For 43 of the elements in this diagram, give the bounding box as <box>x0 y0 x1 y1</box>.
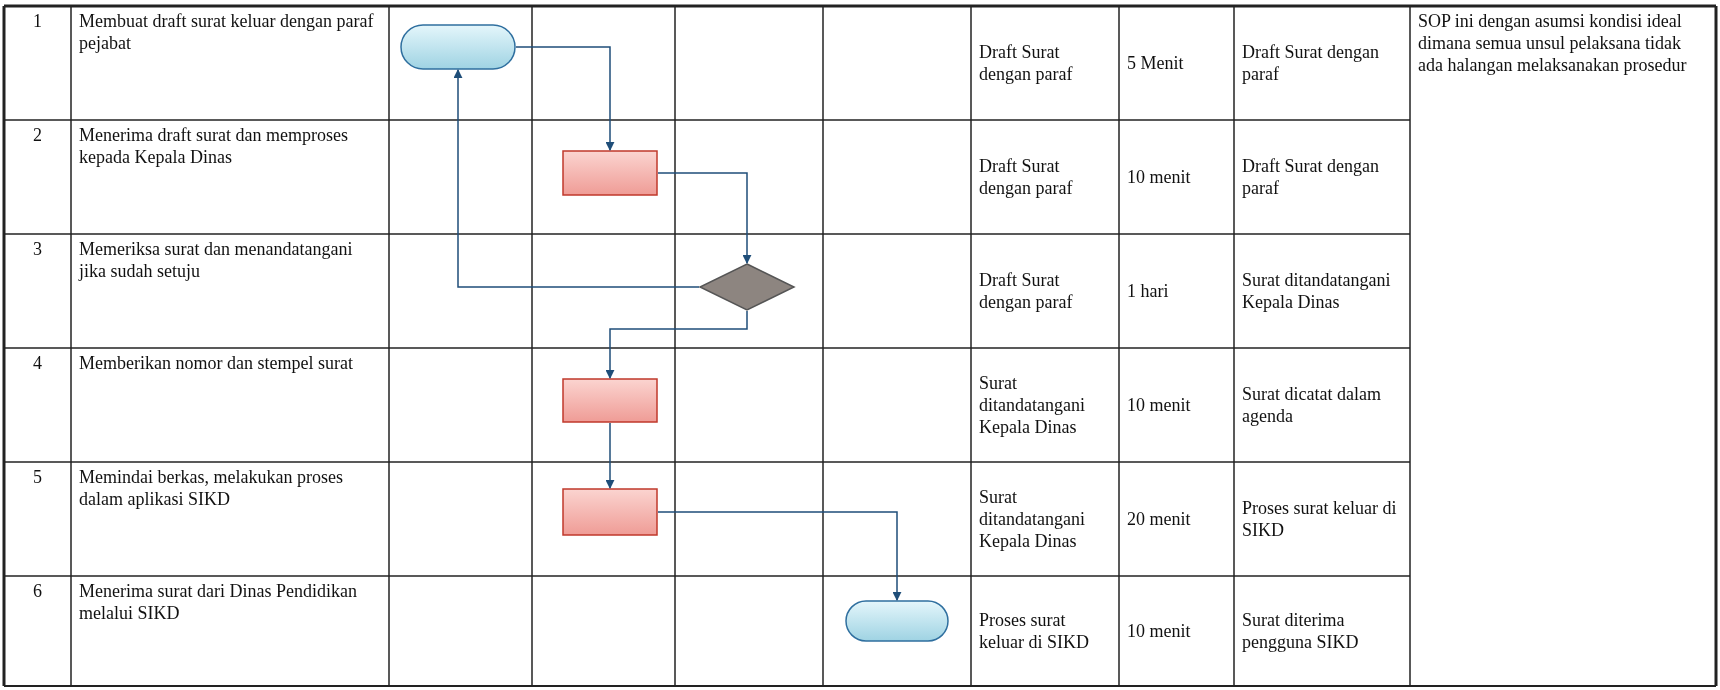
duration-text: 10 menit <box>1127 620 1191 642</box>
output-text: Draft Surat dengan paraf <box>1242 41 1380 85</box>
arrow <box>605 310 748 379</box>
requirement-text: Draft Surat dengan paraf <box>979 269 1074 313</box>
step-number: 6 <box>33 580 42 602</box>
requirement-text: Proses surat keluar di SIKD <box>979 609 1090 653</box>
step-number: 2 <box>33 124 42 146</box>
step-number: 4 <box>33 352 42 374</box>
requirement-text: Surat ditandatangani Kepala Dinas <box>979 486 1086 552</box>
requirement-text: Draft Surat dengan paraf <box>979 41 1074 85</box>
requirement-text: Surat ditandatangani Kepala Dinas <box>979 372 1086 438</box>
arrow <box>515 46 615 151</box>
output-text: Proses surat keluar di SIKD <box>1242 497 1398 541</box>
output-text: Draft Surat dengan paraf <box>1242 155 1380 199</box>
step-number: 1 <box>33 10 42 32</box>
terminator-shape <box>400 24 516 70</box>
duration-text: 20 menit <box>1127 508 1191 530</box>
step-number: 3 <box>33 238 42 260</box>
process-box <box>562 378 658 423</box>
note-text: SOP ini dengan asumsi kondisi ideal dimana semua unsul pelaksana tidak ada halangan melaksanakan prosedur <box>1418 10 1688 76</box>
activity-text: Membuat draft surat keluar dengan paraf pejabat <box>79 10 375 54</box>
activity-text: Memeriksa surat dan menandatangani jika sudah setuju <box>79 238 354 282</box>
arrow <box>605 422 615 489</box>
duration-text: 10 menit <box>1127 166 1191 188</box>
duration-text: 5 Menit <box>1127 52 1184 74</box>
activity-text: Menerima draft surat dan memproses kepada Kepala Dinas <box>79 124 349 168</box>
output-text: Surat ditandatangani Kepala Dinas <box>1242 269 1392 313</box>
process-box <box>562 150 658 196</box>
duration-text: 10 menit <box>1127 394 1191 416</box>
duration-text: 1 hari <box>1127 280 1169 302</box>
activity-text: Memindai berkas, melakukan proses dalam aplikasi SIKD <box>79 466 344 510</box>
process-box <box>562 488 658 536</box>
requirement-text: Draft Surat dengan paraf <box>979 155 1074 199</box>
activity-text: Memberikan nomor dan stempel surat <box>79 352 353 374</box>
decision-diamond <box>699 263 795 311</box>
activity-text: Menerima surat dari Dinas Pendidikan melalui SIKD <box>79 580 358 624</box>
terminator-shape <box>845 600 949 642</box>
arrow <box>657 172 752 264</box>
arrow <box>657 511 902 601</box>
output-text: Surat dicatat dalam agenda <box>1242 383 1382 427</box>
step-number: 5 <box>33 466 42 488</box>
output-text: Surat diterima pengguna SIKD <box>1242 609 1360 653</box>
arrow <box>453 69 700 288</box>
